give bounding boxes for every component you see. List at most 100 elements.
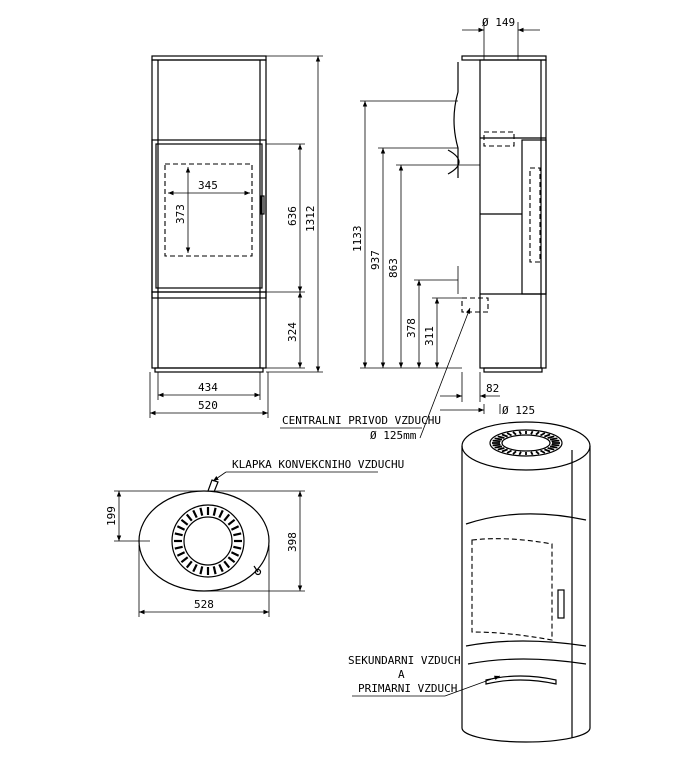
side-base — [483, 367, 543, 373]
iso-grille-slot — [512, 450, 517, 455]
grille-slot — [233, 532, 242, 537]
iso-grille-slot — [506, 449, 512, 454]
dim-label-depth-199: 199 — [105, 506, 118, 526]
top-knob-stem — [253, 565, 259, 573]
dim-label-window-width: 345 — [198, 179, 218, 192]
dim-label-height-863: 863 — [387, 258, 400, 278]
iso-grille-outer — [489, 429, 563, 457]
dim-label-door-height: 636 — [286, 206, 299, 226]
iso-grille-slot — [540, 449, 546, 454]
iso-door-window — [471, 538, 553, 641]
iso-grille-slot — [547, 435, 555, 439]
grille-slot — [176, 525, 186, 531]
dim-label-offset-82: 82 — [486, 382, 499, 395]
iso-grille-slot — [535, 450, 540, 455]
grille-slot — [185, 560, 193, 569]
iso-grille-slot — [518, 451, 522, 456]
grille-slot — [176, 551, 186, 557]
dim-label-window-height: 373 — [174, 204, 187, 224]
iso-grille-slot — [497, 447, 505, 451]
iso-door-handle — [557, 589, 565, 619]
iso-door-top-line — [465, 513, 587, 525]
grille-slot — [185, 513, 193, 522]
grille-slot — [192, 563, 198, 573]
top-flue-opening — [183, 516, 233, 566]
dim-label-flue-diameter: Ø 149 — [482, 16, 515, 29]
top-grille-outer — [171, 504, 245, 578]
iso-grille-slot — [544, 433, 551, 438]
label-secondary-air: SEKUNDARNI VZDUCH — [348, 654, 461, 667]
iso-grille-slot — [535, 431, 540, 436]
iso-grille-slot — [497, 435, 505, 439]
grille-slot — [199, 507, 204, 516]
dim-label-depth-398: 398 — [286, 532, 299, 552]
front-door — [155, 143, 263, 289]
iso-body-outline — [461, 446, 591, 743]
front-base — [154, 367, 264, 373]
iso-grille-slot — [501, 448, 508, 453]
iso-grille-slot — [494, 445, 503, 449]
front-door-handle — [260, 195, 265, 215]
dim-label-inlet-diameter: Ø 125 — [502, 404, 535, 417]
grille-slot — [174, 532, 183, 537]
side-flue-collar — [483, 131, 515, 147]
dim-label-height-1133: 1133 — [351, 226, 364, 253]
iso-grille-slot — [549, 445, 558, 449]
dim-label-height-378: 378 — [405, 318, 418, 338]
iso-grille-slot — [494, 437, 503, 441]
grille-slot — [227, 556, 236, 564]
top-body-ellipse — [138, 490, 270, 592]
grille-slot — [230, 525, 240, 531]
grille-slot — [212, 507, 217, 516]
iso-grille-slot — [540, 432, 546, 437]
label-air-and: A — [398, 668, 405, 681]
grille-slot — [233, 545, 242, 550]
iso-view: SEKUNDARNI VZDUCH A PRIMARNI VZDUCH — [348, 421, 591, 743]
grille-slot — [180, 518, 189, 526]
side-door-edge — [521, 139, 547, 295]
top-convection-flap — [207, 479, 219, 493]
grille-slot — [174, 545, 183, 550]
grille-slot — [218, 509, 224, 519]
side-air-inlet — [461, 297, 489, 313]
front-view: 345 373 434 520 636 324 1312 — [149, 55, 323, 418]
iso-grille-slot — [544, 448, 551, 453]
front-body-outline — [151, 59, 267, 369]
side-window-edge — [529, 167, 541, 263]
dim-label-width-inner: 434 — [198, 381, 218, 394]
iso-grille-slot — [506, 432, 512, 437]
iso-grille-slots — [492, 430, 560, 456]
leader-convection-flap — [212, 471, 227, 482]
dim-label-height-937: 937 — [369, 250, 382, 270]
iso-grille-slot — [492, 443, 501, 447]
iso-grille-slot — [492, 439, 501, 443]
leader-central-air — [419, 307, 471, 439]
grille-slot — [180, 556, 189, 564]
iso-grille-slot — [551, 443, 560, 447]
grille-slot — [227, 518, 236, 526]
side-view: Ø 149 1133 937 863 378 311 82 Ø 125 — [280, 16, 547, 442]
front-door-frame — [151, 139, 267, 293]
iso-grille-slot — [512, 431, 517, 436]
front-ash-drawer-rail — [151, 291, 267, 299]
iso-air-slider — [485, 675, 557, 685]
iso-grille-slot — [549, 437, 558, 441]
iso-grille-slot — [501, 433, 508, 438]
iso-grille-slot — [547, 447, 555, 451]
front-door-window — [164, 163, 253, 257]
grille-slot — [218, 563, 224, 573]
dim-label-bottom-height: 324 — [286, 322, 299, 342]
leader-air-control — [444, 675, 501, 697]
iso-grille-slot — [530, 430, 534, 435]
dim-label-height-311: 311 — [423, 326, 436, 346]
iso-flue-opening — [501, 434, 551, 452]
grille-slot — [230, 551, 240, 557]
grille-slot — [223, 513, 231, 522]
dim-label-total-height: 1312 — [304, 206, 317, 233]
label-primary-air: PRIMARNI VZDUCH — [358, 682, 457, 695]
iso-drawer-line — [467, 658, 587, 665]
iso-grille-slot — [551, 439, 560, 443]
iso-grille-slot — [530, 451, 534, 456]
label-central-air-diameter: Ø 125mm — [370, 429, 417, 442]
